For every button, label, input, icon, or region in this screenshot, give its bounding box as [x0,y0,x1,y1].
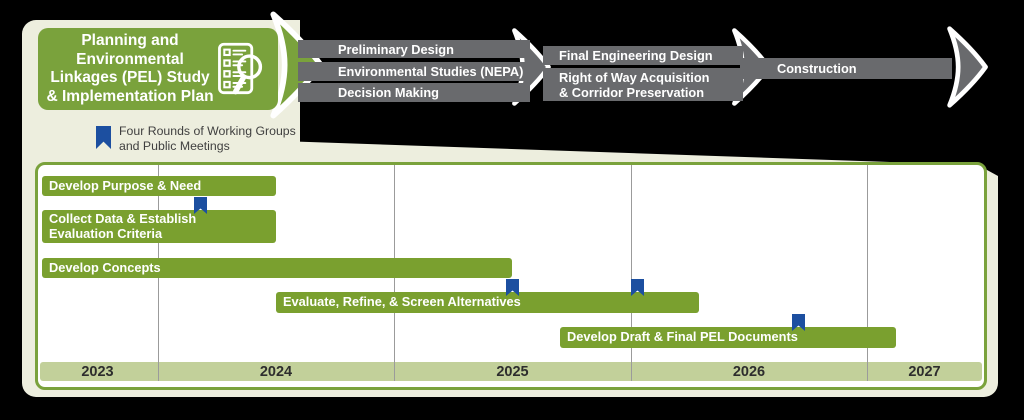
timeline-axis-band [40,362,982,381]
year-gridline [631,165,632,381]
year-tick-label: 2027 [908,364,941,380]
legend-label: Four Rounds of Working Groups and Public… [119,124,296,153]
year-tick-label: 2024 [259,364,293,380]
checklist-magnifier-icon [218,42,263,95]
year-tick-label: 2025 [496,364,529,380]
pel-study-title: Planning and Environmental Linkages (PEL… [46,32,214,105]
task-bar: Evaluate, Refine, & Screen Alternatives [276,292,699,313]
phase-bar: Environmental Studies (NEPA) [298,62,530,81]
task-bar: Develop Concepts [42,258,512,278]
phase-bar: Right of Way Acquisition & Corridor Pres… [543,68,743,101]
phase-bar: Final Engineering Design [543,46,743,65]
year-tick-label: 2023 [81,364,114,380]
bookmark-icon [96,126,111,149]
phase-bar: Preliminary Design [298,40,530,58]
pel-study-box: Planning and Environmental Linkages (PEL… [38,28,278,110]
task-bar: Develop Draft & Final PEL Documents [560,327,896,348]
milestone-bookmark-icon [506,279,519,296]
year-tick-label: 2026 [732,364,766,380]
task-bar: Develop Purpose & Need [42,176,276,196]
task-bar: Collect Data & Establish Evaluation Crit… [42,210,276,243]
phase-arrow-icon-3 [947,26,988,108]
milestone-bookmark-icon [792,314,805,331]
phase-bar: Decision Making [298,83,530,102]
milestone-bookmark-icon [194,197,207,214]
year-gridline [867,165,868,381]
milestone-bookmark-icon [631,279,644,296]
phase-bar: Construction [740,58,952,79]
